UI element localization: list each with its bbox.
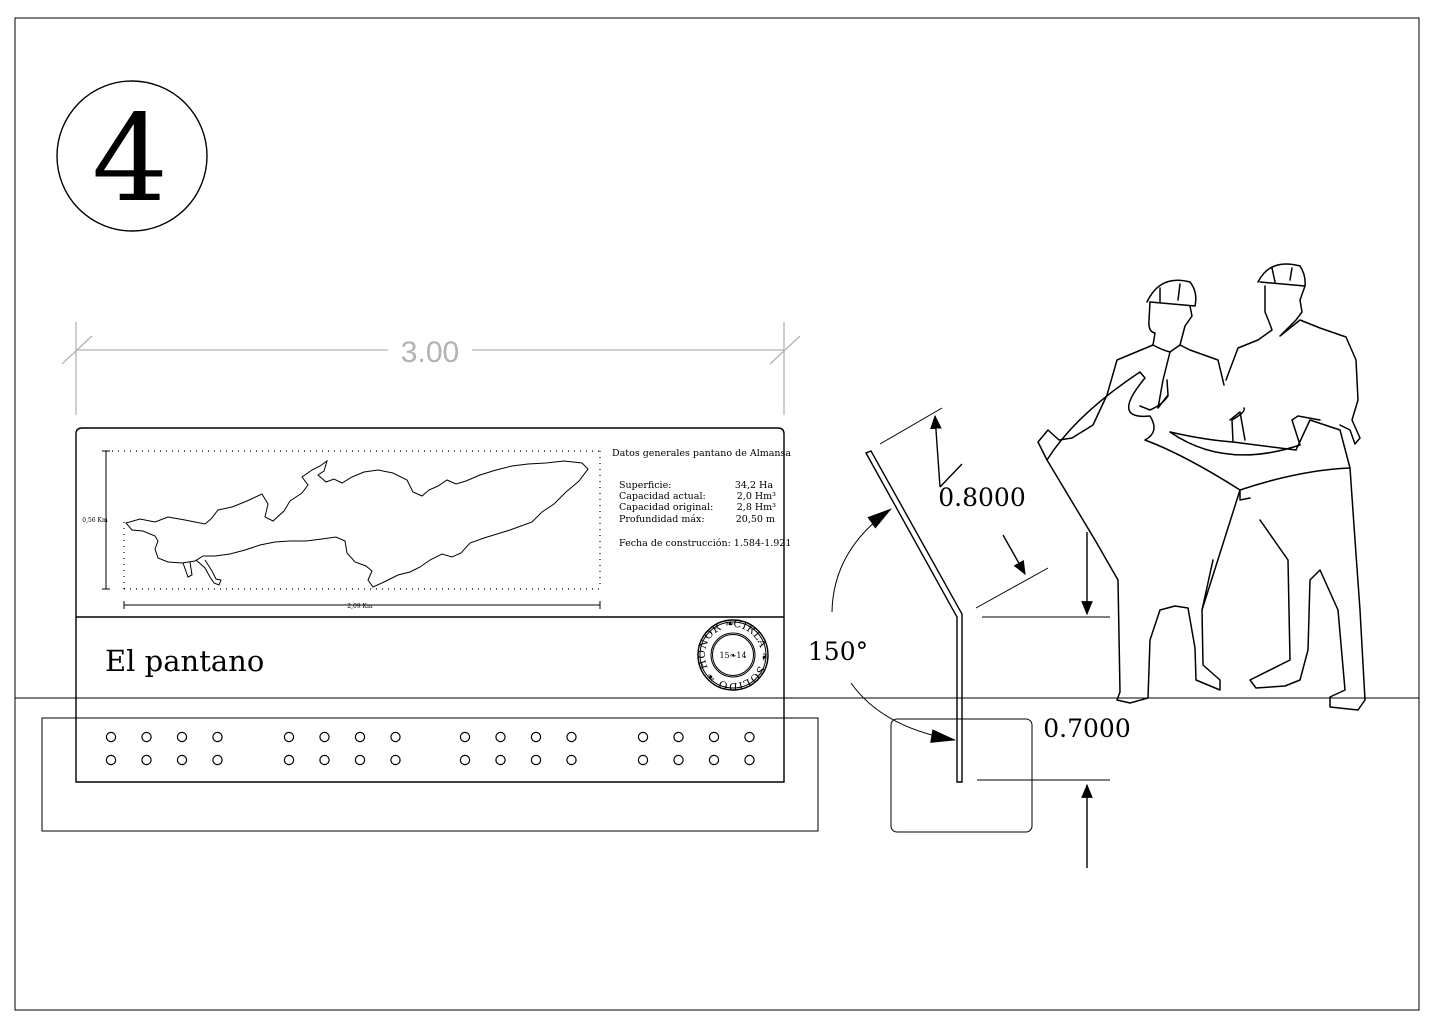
plan-number: 4 (92, 90, 168, 229)
info-value-surface: 34,2 Ha (735, 480, 773, 491)
anchor-hole (354, 754, 366, 766)
anchor-hole (495, 731, 506, 743)
anchor-hole (354, 731, 366, 743)
anchor-hole (176, 731, 188, 743)
anchor-hole (673, 731, 684, 743)
anchor-hole (141, 731, 152, 743)
panel-post-section (865, 450, 963, 783)
anchor-hole (495, 754, 506, 766)
anchor-hole (176, 754, 188, 766)
panel-title: El pantano (105, 644, 264, 678)
anchor-hole (319, 754, 330, 766)
anchor-hole (459, 754, 471, 766)
anchor-hole (637, 754, 649, 766)
plan-number-badge: 4 (56, 80, 208, 232)
reservoir-outline (125, 459, 589, 588)
reservoir-info: Datos generales pantano de Almansa Super… (612, 448, 791, 549)
engineers-figure (1037, 263, 1366, 711)
info-label-surface: Superficie: (619, 480, 671, 491)
anchor-hole (744, 754, 755, 766)
section-view: 0.8000 0.7000 150° (808, 407, 1131, 868)
info-label-original-capacity: Capacidad original: (619, 502, 713, 513)
reservoir-dam (182, 559, 222, 586)
anchor-hole (459, 731, 471, 743)
anchor-hole (566, 731, 577, 743)
anchor-hole (637, 731, 649, 743)
info-label-depth: Profundidad máx: (619, 514, 705, 525)
anchor-hole (530, 731, 542, 743)
anchor-hole (530, 754, 542, 766)
base-slab (41, 717, 819, 832)
sheet-frame (14, 17, 1420, 1011)
width-dimension-label: 3.00 (401, 336, 459, 369)
anchor-hole (105, 754, 117, 766)
info-value-depth: 20,50 m (736, 514, 775, 525)
angle-label: 150° (808, 637, 868, 666)
info-value-original-capacity: 2,8 Hm³ (737, 502, 776, 513)
anchor-holes (105, 731, 755, 766)
map-width-label: 2,09 Km (347, 603, 373, 610)
upper-height-label: 0.8000 (938, 483, 1025, 512)
anchor-hole (319, 731, 330, 743)
anchor-hole (212, 754, 223, 766)
map-height-label: 0,56 Km (82, 517, 108, 524)
anchor-hole (390, 731, 401, 743)
anchor-hole (283, 754, 295, 766)
anchor-hole (708, 754, 720, 766)
anchor-hole (141, 754, 152, 766)
anchor-hole (566, 754, 577, 766)
anchor-hole (212, 731, 223, 743)
info-construction-date: Fecha de construcción: 1.584-1.921 (619, 538, 791, 549)
anchor-hole (708, 731, 720, 743)
info-value-current-capacity: 2,0 Hm³ (737, 491, 776, 502)
anchor-hole (390, 754, 401, 766)
anchor-hole (744, 731, 755, 743)
anchor-hole (673, 754, 684, 766)
width-dimension: 3.00 (61, 322, 801, 415)
seal-center-text: 15❧14 (719, 651, 746, 660)
info-label-current-capacity: Capacidad actual: (619, 491, 706, 502)
lower-height-label: 0.7000 (1043, 714, 1130, 743)
anchor-hole (283, 731, 295, 743)
reservoir-map: 0,56 Km 2,09 Km (82, 450, 601, 610)
anchor-hole (105, 731, 117, 743)
info-heading: Datos generales pantano de Almansa (612, 448, 791, 459)
